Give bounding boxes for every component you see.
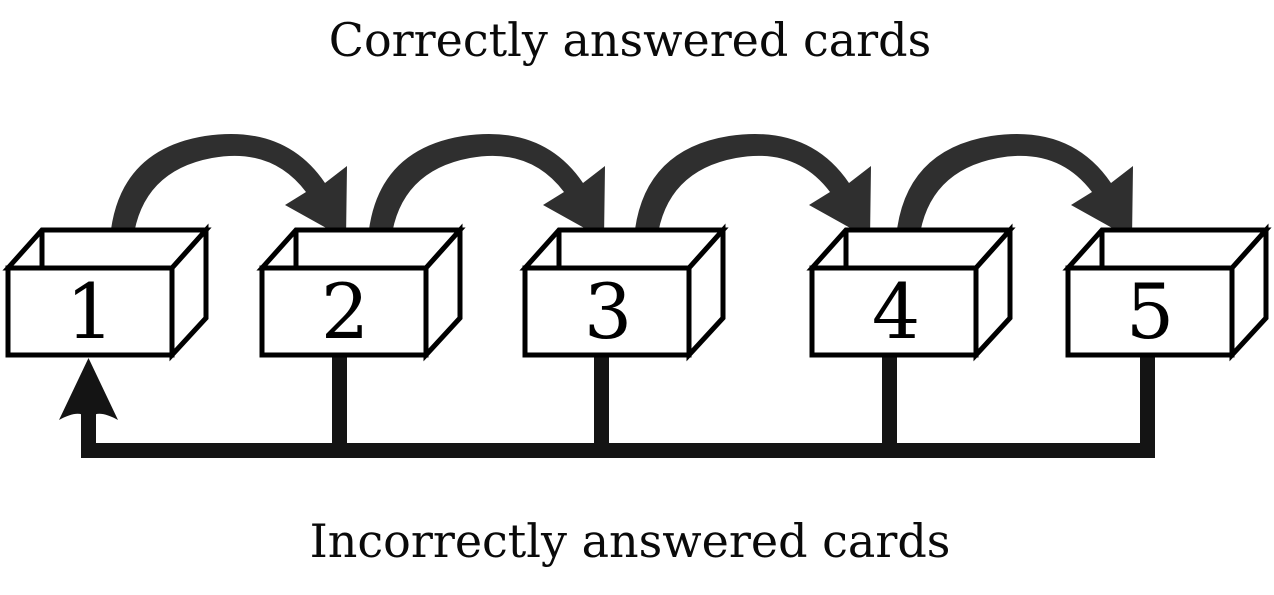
box-1-front-face [5,265,175,358]
box-5-label: 5 [1126,267,1174,356]
box-4-label: 4 [872,267,920,356]
box-3-front-face [522,265,692,358]
top-caption: Correctly answered cards [329,13,931,67]
box-5-front-face [1065,265,1235,358]
return-riser [81,410,96,458]
box-2-front-face [259,265,429,358]
forward-arrow-3-to-4 [634,133,871,240]
forward-arrow-1-to-2 [110,133,347,240]
return-arrowhead-icon [59,358,118,430]
forward-arrow-4-to-5 [896,133,1133,240]
return-stub-box-2 [332,356,347,458]
leitner-box-1[interactable]: 1 [2,223,212,362]
leitner-box-3[interactable]: 3 [519,223,729,362]
box-2-label: 2 [321,267,369,356]
box-1-label: 1 [66,267,114,356]
box-4-front-face [809,265,979,358]
return-stub-box-4 [882,356,897,458]
forward-arrow-2-to-3 [368,133,605,240]
return-stub-box-3 [594,356,609,458]
leitner-box-4[interactable]: 4 [806,223,1016,362]
bottom-caption: Incorrectly answered cards [310,514,951,568]
return-stub-box-5 [1140,356,1155,458]
leitner-box-5[interactable]: 5 [1062,223,1272,362]
leitner-box-2[interactable]: 2 [256,223,466,362]
return-arrow-path [96,443,1155,458]
return-arrow-group [59,356,1155,458]
box-3-label: 3 [584,267,632,356]
forward-arrows-group [110,133,1133,240]
